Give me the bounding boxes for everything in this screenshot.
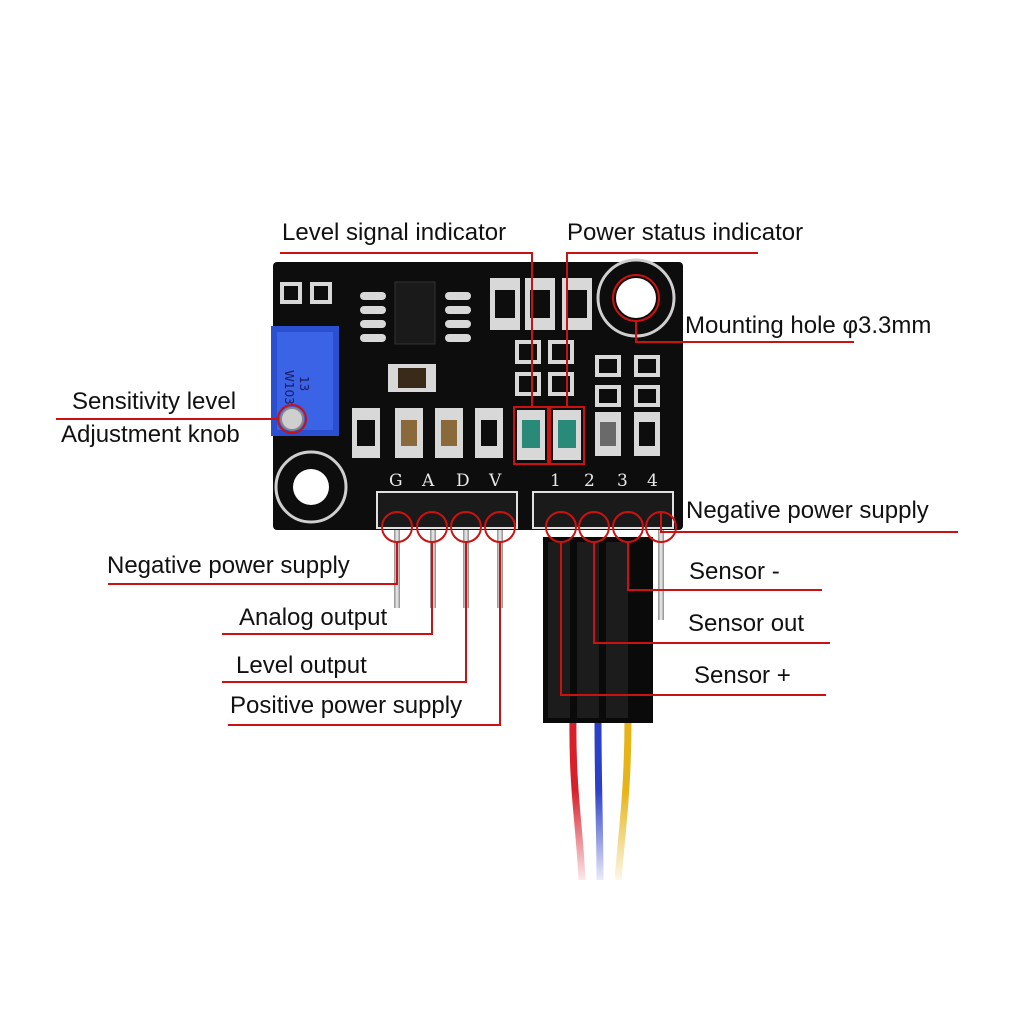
silk-pin-v: V (488, 471, 502, 491)
label-adjustment-knob: Adjustment knob (61, 421, 240, 448)
label-sensor-plus: Sensor + (694, 662, 791, 689)
silk-pin-4: 4 (647, 471, 658, 491)
pot-marking-2: W103 (282, 370, 296, 405)
level-signal-led (517, 410, 545, 460)
sensor-wires (555, 717, 645, 890)
smd-components (280, 278, 660, 458)
silk-pin-a: A (421, 471, 435, 491)
silk-pin-g: G (389, 471, 403, 491)
pin-4-lead (658, 528, 664, 620)
label-positive-power-supply: Positive power supply (230, 692, 463, 719)
leader-pin-2 (593, 542, 830, 644)
label-mounting-hole: Mounting hole φ3.3mm (685, 312, 932, 339)
potentiometer: 13 W103 (271, 326, 339, 436)
pot-marking-1: 13 (297, 376, 311, 391)
callouts (56, 252, 958, 726)
leader-mounting-hole (635, 321, 854, 343)
label-level-output: Level output (236, 652, 367, 679)
leader-pin-a (222, 542, 433, 635)
left-header-pins (394, 528, 503, 608)
leader-pin-1 (560, 542, 826, 696)
leader-pin-g (108, 542, 398, 585)
label-power-status-indicator: Power status indicator (567, 219, 804, 246)
power-status-led (553, 410, 581, 460)
leader-pin-4 (660, 512, 958, 533)
leader-level-signal (280, 252, 533, 407)
label-analog-output: Analog output (239, 604, 388, 631)
silk-pin-d: D (456, 471, 470, 491)
silk-pin-3: 3 (617, 471, 628, 491)
leader-power-status (566, 252, 758, 407)
label-negative-power-supply-right: Negative power supply (686, 497, 929, 524)
adjustment-screw (280, 407, 304, 431)
leader-pin-v (228, 542, 501, 726)
label-negative-power-supply-left: Negative power supply (107, 552, 350, 579)
leader-pin-3 (627, 542, 822, 591)
label-sensitivity-level: Sensitivity level (72, 388, 237, 415)
label-sensor-minus: Sensor - (689, 558, 780, 585)
right-header-housing (532, 491, 674, 529)
leader-pin-d (222, 542, 467, 683)
mounting-hole-bottom-left (274, 450, 348, 524)
silk-pin-1: 1 (550, 471, 561, 491)
label-level-signal-indicator: Level signal indicator (282, 219, 507, 246)
silk-pin-2: 2 (584, 471, 595, 491)
label-sensor-out: Sensor out (688, 610, 805, 637)
